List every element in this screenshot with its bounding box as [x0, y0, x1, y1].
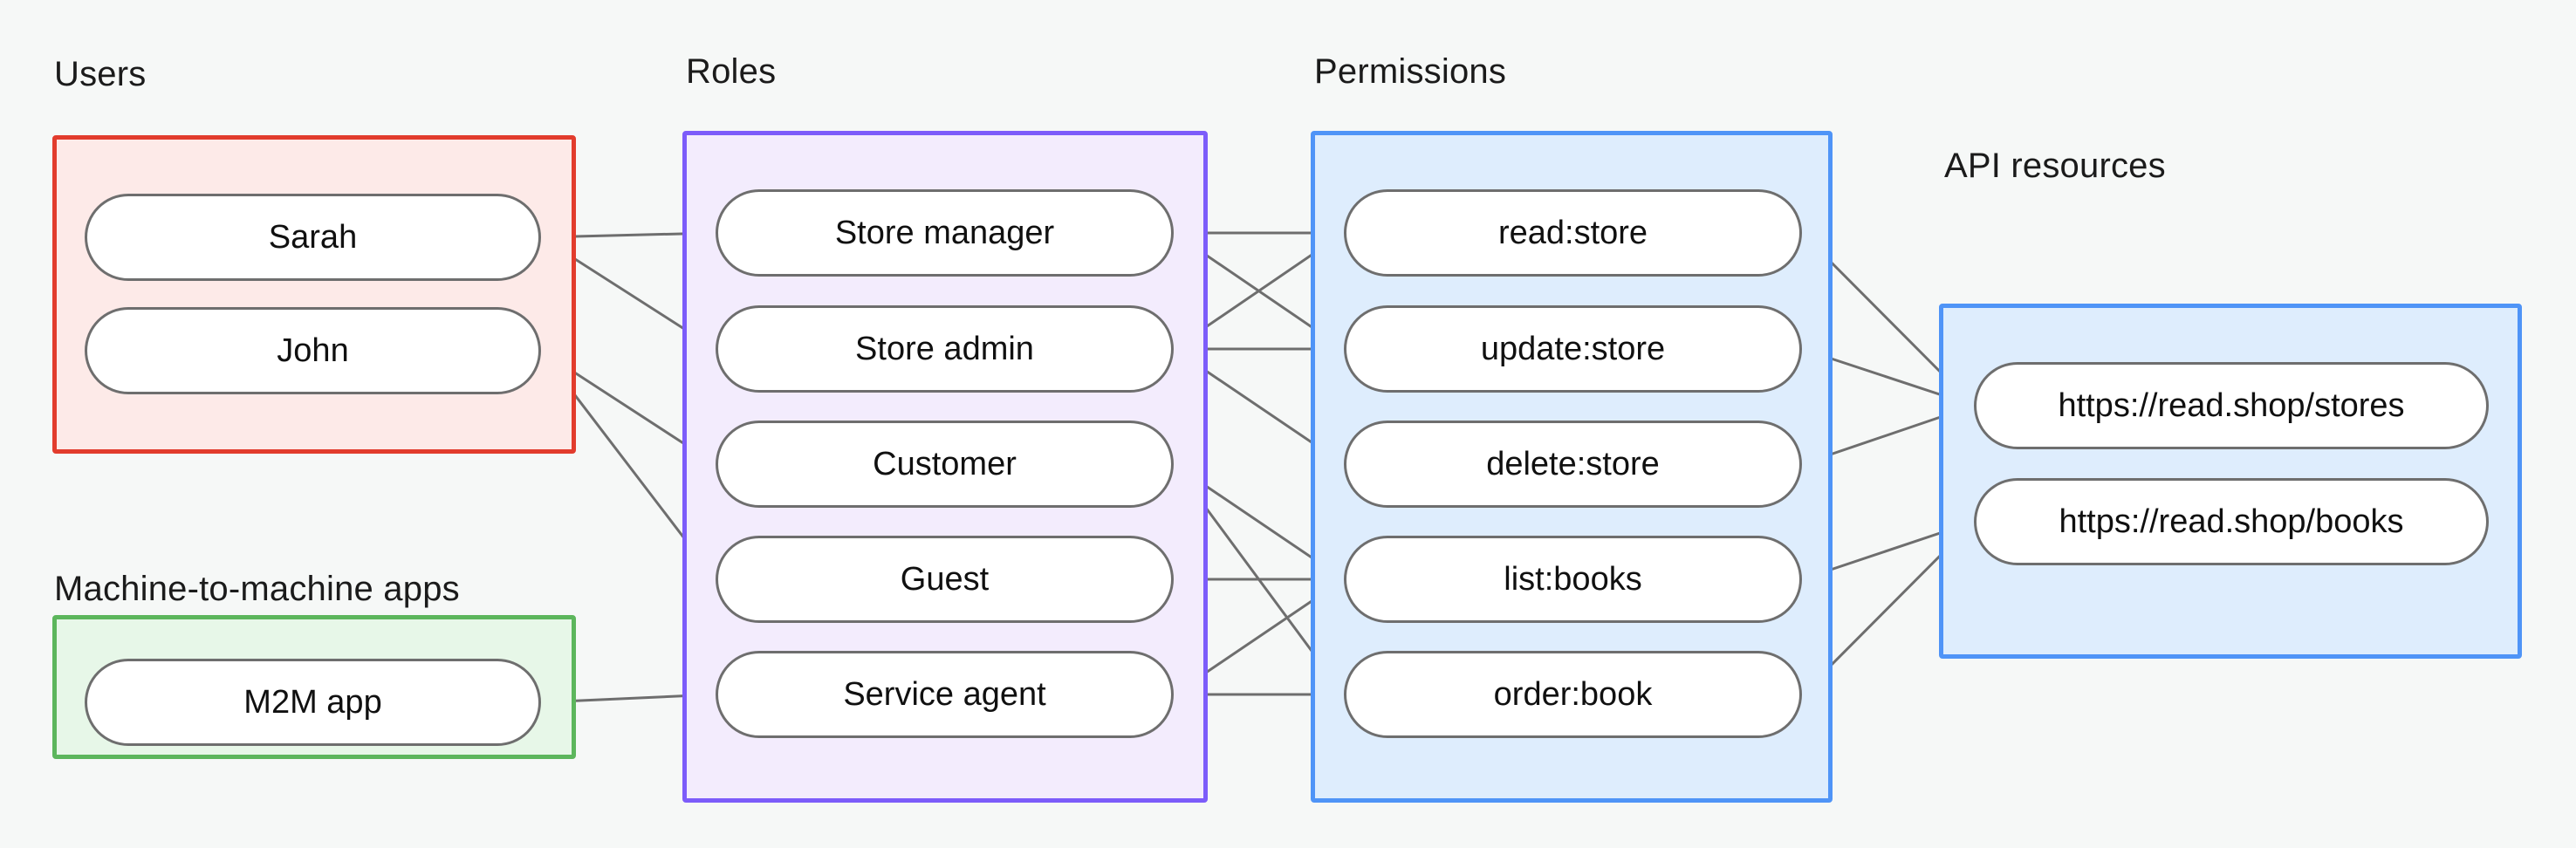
- node-label-guest: Guest: [900, 560, 990, 598]
- node-label-res-stores: https://read.shop/stores: [2058, 386, 2405, 424]
- node-label-service-agent: Service agent: [843, 675, 1046, 713]
- node-guest[interactable]: Guest: [716, 536, 1174, 623]
- node-label-delete-store: delete:store: [1486, 445, 1660, 482]
- group-box-users: [52, 135, 576, 454]
- node-update-store[interactable]: update:store: [1344, 305, 1802, 393]
- node-label-list-books: list:books: [1504, 560, 1642, 598]
- group-label-m2m: Machine-to-machine apps: [54, 570, 460, 608]
- group-label-api-resources: API resources: [1944, 147, 2166, 185]
- node-store-admin[interactable]: Store admin: [716, 305, 1174, 393]
- node-label-read-store: read:store: [1497, 214, 1648, 251]
- group-label-users: Users: [54, 55, 147, 93]
- node-sarah[interactable]: Sarah: [85, 194, 541, 281]
- group-label-roles: Roles: [686, 52, 777, 91]
- node-label-m2m-app: M2M app: [243, 683, 382, 721]
- node-label-customer: Customer: [873, 445, 1017, 482]
- node-label-store-manager: Store manager: [834, 214, 1055, 251]
- node-label-order-book: order:book: [1493, 675, 1653, 713]
- node-john[interactable]: John: [85, 307, 541, 394]
- node-res-stores[interactable]: https://read.shop/stores: [1974, 362, 2489, 449]
- node-label-sarah: Sarah: [268, 218, 358, 256]
- node-label-john: John: [277, 332, 349, 369]
- node-label-res-books: https://read.shop/books: [2059, 503, 2404, 540]
- node-m2m-app[interactable]: M2M app: [85, 659, 541, 746]
- node-service-agent[interactable]: Service agent: [716, 651, 1174, 738]
- node-res-books[interactable]: https://read.shop/books: [1974, 478, 2489, 565]
- node-label-update-store: update:store: [1480, 330, 1666, 367]
- node-order-book[interactable]: order:book: [1344, 651, 1802, 738]
- node-list-books[interactable]: list:books: [1344, 536, 1802, 623]
- node-delete-store[interactable]: delete:store: [1344, 421, 1802, 508]
- node-customer[interactable]: Customer: [716, 421, 1174, 508]
- node-label-store-admin: Store admin: [855, 330, 1034, 367]
- node-store-manager[interactable]: Store manager: [716, 189, 1174, 277]
- node-read-store[interactable]: read:store: [1344, 189, 1802, 277]
- group-label-permissions: Permissions: [1314, 52, 1507, 91]
